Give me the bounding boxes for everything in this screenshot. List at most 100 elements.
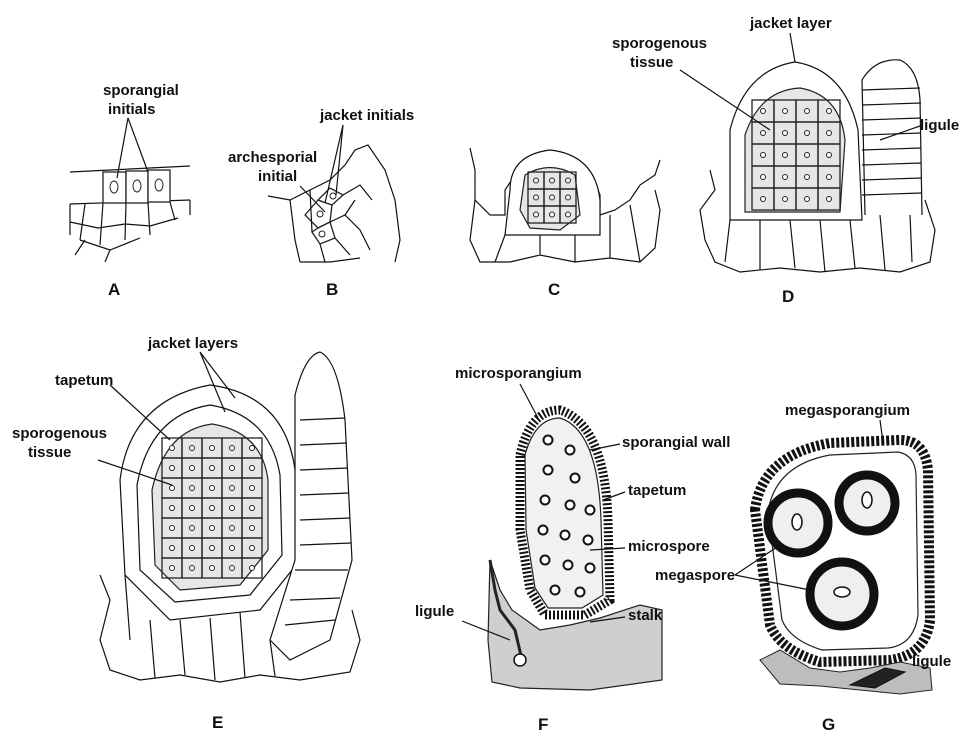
panel-d-nucleus	[827, 131, 832, 136]
panel-e-nucleus	[210, 446, 215, 451]
microspore-mark	[584, 536, 593, 545]
panel-e-nucleus	[250, 526, 255, 531]
panel-e-nucleus	[250, 566, 255, 571]
panel-letter-a: A	[108, 280, 120, 299]
label-g-ligule: ligule	[912, 653, 951, 670]
panel-d-nucleus	[827, 175, 832, 180]
microspore-mark	[561, 531, 570, 540]
panel-e-nucleus	[250, 446, 255, 451]
panel-c-nucleus	[550, 212, 555, 217]
panel-a-drawing	[70, 166, 190, 262]
panel-d-nucleus	[783, 197, 788, 202]
panel-d-nucleus	[761, 109, 766, 114]
microspore-mark	[541, 496, 550, 505]
microspore-mark	[544, 436, 553, 445]
leader-jacket-layer	[790, 33, 795, 62]
panel-c-nucleus	[566, 178, 571, 183]
panel-e-nucleus	[170, 526, 175, 531]
label-sporangial-wall: sporangial wall	[622, 434, 730, 451]
panel-e-nucleus	[170, 466, 175, 471]
panel-e-nucleus	[210, 506, 215, 511]
panel-d-nucleus	[783, 153, 788, 158]
panel-e-nucleus	[210, 486, 215, 491]
label-stalk: stalk	[628, 607, 663, 624]
panel-e-nucleus	[230, 446, 235, 451]
panel-c-nucleus	[566, 212, 571, 217]
panel-letter-e: E	[212, 713, 223, 732]
label-jacket-layer: jacket layer	[749, 15, 832, 32]
panel-e-nucleus	[230, 566, 235, 571]
label-sporangial-initials-line2: initials	[108, 101, 156, 118]
label-jacket-layers: jacket layers	[147, 335, 238, 352]
panel-c-nucleus	[550, 178, 555, 183]
panel-d-nucleus	[827, 153, 832, 158]
panel-c-nucleus	[534, 178, 539, 183]
panel-d-nucleus	[783, 131, 788, 136]
label-d-ligule: ligule	[920, 117, 959, 134]
panel-e-nucleus	[210, 526, 215, 531]
microspore-mark	[551, 586, 560, 595]
panel-d-nucleus	[805, 131, 810, 136]
panel-e-nucleus	[170, 546, 175, 551]
panel-e-nucleus	[210, 546, 215, 551]
panel-e-nucleus	[230, 546, 235, 551]
label-e-sporogenous-tissue-line1: sporogenous	[12, 425, 107, 442]
panel-c-nucleus	[534, 212, 539, 217]
panel-d-drawing	[700, 60, 935, 272]
microspore-mark	[564, 561, 573, 570]
panel-e-nucleus	[190, 546, 195, 551]
panel-e-nucleus	[170, 486, 175, 491]
microspore-mark	[539, 526, 548, 535]
panel-d-nucleus	[805, 153, 810, 158]
label-archesporial-initial-line1: archesporial	[228, 149, 317, 166]
panel-e-nucleus	[190, 446, 195, 451]
microspore-mark	[541, 556, 550, 565]
panel-d-nucleus	[805, 197, 810, 202]
panel-e-nucleus	[190, 486, 195, 491]
label-microspore: microspore	[628, 538, 710, 555]
label-megasporangium: megasporangium	[785, 402, 910, 419]
panel-c-nucleus	[534, 195, 539, 200]
leader-microsporangium	[520, 384, 538, 418]
panel-d-nucleus	[783, 109, 788, 114]
panel-e-nucleus	[170, 506, 175, 511]
panel-e-nucleus	[210, 566, 215, 571]
panel-e-nucleus	[190, 466, 195, 471]
label-megaspore: megaspore	[655, 567, 735, 584]
panel-e-nucleus	[170, 566, 175, 571]
panel-letter-g: G	[822, 715, 835, 734]
label-archesporial-initial-line2: initial	[258, 168, 297, 185]
panel-e-nucleus	[230, 466, 235, 471]
panel-c-nucleus	[550, 195, 555, 200]
label-jacket-initials: jacket initials	[319, 107, 414, 124]
panel-g-drawing	[755, 440, 932, 694]
microspore-mark	[586, 506, 595, 515]
panel-c-drawing	[470, 148, 660, 262]
label-f-ligule: ligule	[415, 603, 454, 620]
label-d-sporogenous-tissue-line1: sporogenous	[612, 35, 707, 52]
panel-d-nucleus	[761, 197, 766, 202]
microspore-mark	[566, 446, 575, 455]
panel-letter-b: B	[326, 280, 338, 299]
panel-e-nucleus	[190, 506, 195, 511]
panel-e-nucleus	[190, 526, 195, 531]
label-sporangial-initials-line1: sporangial	[103, 82, 179, 99]
microspore-mark	[566, 501, 575, 510]
panel-e-nucleus	[210, 466, 215, 471]
microspore-mark	[571, 474, 580, 483]
microspore-mark	[576, 588, 585, 597]
label-e-sporogenous-tissue-line2: tissue	[28, 444, 71, 461]
panel-letter-f: F	[538, 715, 548, 734]
panel-d-nucleus	[805, 109, 810, 114]
panel-e-nucleus	[190, 566, 195, 571]
panel-e-nucleus	[230, 486, 235, 491]
panel-e-nucleus	[230, 506, 235, 511]
panel-e-drawing	[100, 352, 360, 682]
panel-e-nucleus	[170, 446, 175, 451]
panel-d-nucleus	[783, 175, 788, 180]
label-microsporangium: microsporangium	[455, 365, 582, 382]
panel-e-nucleus	[250, 506, 255, 511]
panel-c-nucleus	[566, 195, 571, 200]
